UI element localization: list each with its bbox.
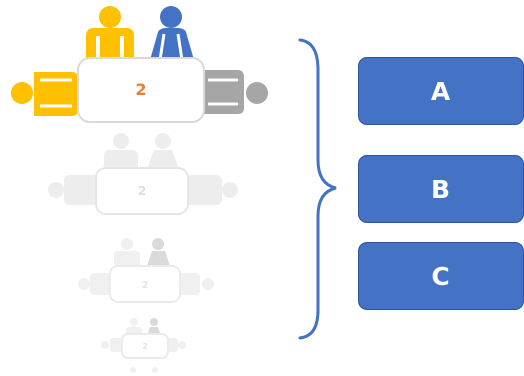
faded-person-icon [114, 238, 140, 269]
faded-person-side-icon [186, 175, 238, 205]
choice-c-button[interactable]: C [358, 242, 524, 310]
faded-person-side-icon [48, 175, 100, 205]
table-3-label: 2 [142, 280, 149, 291]
table-2 [95, 167, 189, 215]
gray-person-side-icon [204, 70, 268, 114]
table-1-label: 2 [135, 80, 146, 99]
table-3 [109, 265, 181, 303]
faded-person-icon [146, 318, 162, 339]
table-group-1: 2 [11, 6, 268, 123]
curly-brace [298, 38, 337, 340]
faded-person-side-icon [78, 273, 114, 295]
faded-person-icon [146, 238, 171, 269]
table-4-label: 2 [142, 342, 148, 351]
faded-person-side-icon [164, 338, 186, 352]
table-group-4: 2 [101, 318, 186, 373]
faded-person-icon [146, 133, 180, 172]
yellow-person-side-icon [11, 72, 78, 116]
faded-person-icon [130, 367, 158, 373]
faded-person-icon [104, 133, 138, 172]
choice-a-button[interactable]: A [358, 57, 524, 125]
faded-person-icon [126, 318, 142, 339]
yellow-person-icon [86, 6, 134, 60]
blue-person-icon [150, 6, 194, 61]
table-4 [121, 333, 169, 359]
table-2-label: 2 [138, 184, 146, 198]
table-group-3: 2 [78, 238, 214, 303]
faded-person-side-icon [101, 338, 124, 352]
choice-b-button[interactable]: B [358, 155, 524, 223]
table-group-2: 2 [48, 133, 238, 215]
faded-person-side-icon [176, 273, 214, 295]
table-1 [77, 57, 205, 123]
